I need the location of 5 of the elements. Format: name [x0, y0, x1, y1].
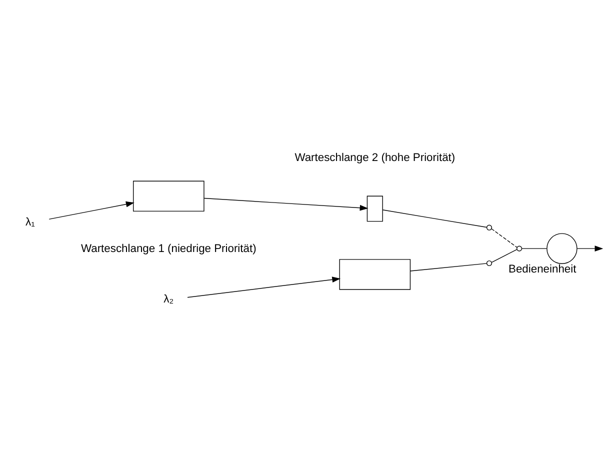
node-text: λ₁ — [26, 216, 35, 228]
node-text: λ₂ — [164, 292, 174, 305]
label: Warteschlange 1 (niedrige Priorität) — [81, 242, 256, 254]
label: Warteschlange 2 (hohe Priorität) — [294, 152, 456, 164]
node-label: Bedieneinheit — [508, 263, 576, 276]
